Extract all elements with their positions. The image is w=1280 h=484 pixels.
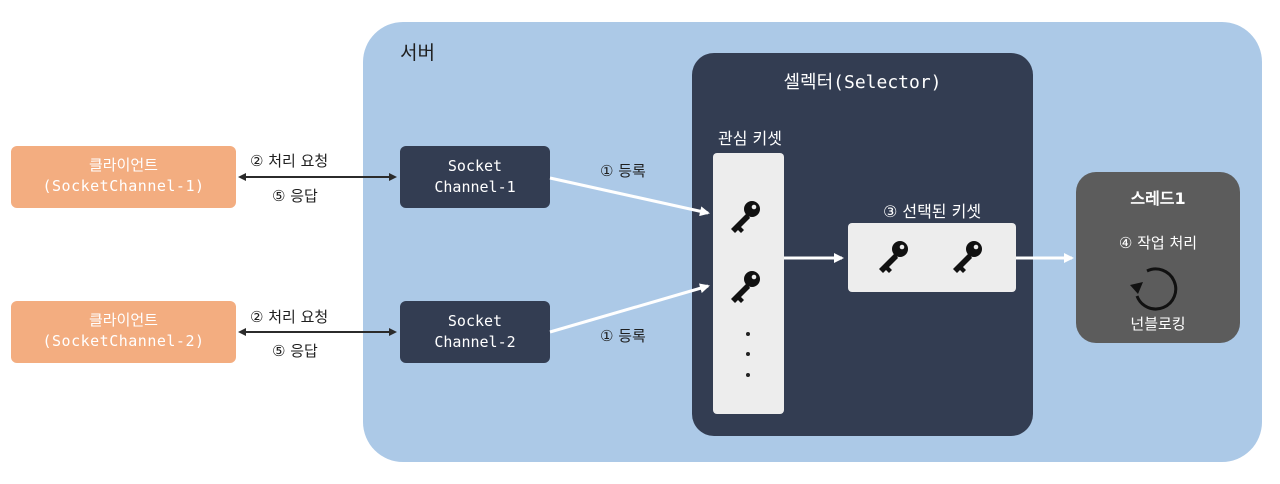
client-2-channel: (SocketChannel-2): [42, 332, 205, 350]
response-label-1: ⑤ 응답: [272, 187, 318, 205]
client-1-label: 클라이언트: [88, 156, 158, 174]
socket-channel-2: Socket Channel-2: [400, 301, 550, 363]
ellipsis-dot: [746, 332, 750, 336]
key-icon: [953, 241, 982, 273]
client-1-channel: (SocketChannel-1): [42, 177, 205, 195]
ellipsis-dot: [746, 352, 750, 356]
selected-keyset-title: ③ 선택된 키셋: [882, 202, 982, 221]
ellipsis-dot: [746, 373, 750, 377]
register-label-1: ① 등록: [600, 162, 646, 180]
key-icon: [731, 271, 760, 303]
client-1: 클라이언트 (SocketChannel-1): [11, 146, 236, 208]
thread-task-label: ④ 작업 처리: [1118, 234, 1198, 252]
selector-title: 셀렉터(Selector): [783, 72, 942, 93]
socket-channel-1-line2: Channel-1: [434, 178, 516, 196]
register-arrow-2: [549, 283, 710, 334]
socket-channel-2-line2: Channel-2: [434, 333, 516, 351]
key-icon: [731, 201, 760, 233]
thread-mode-label: 넌블로킹: [1130, 315, 1186, 333]
client-2-label: 클라이언트: [88, 311, 158, 329]
register-arrow-1: [549, 176, 710, 217]
response-label-2: ⑤ 응답: [272, 342, 318, 360]
client-2: 클라이언트 (SocketChannel-2): [11, 301, 236, 363]
loop-icon: [1130, 267, 1178, 311]
register-label-2: ① 등록: [600, 327, 646, 345]
thread-container: [1076, 172, 1240, 343]
server-title: 서버: [400, 42, 435, 64]
selected-keyset-box: [848, 223, 1016, 292]
socket-channel-1: Socket Channel-1: [400, 146, 550, 208]
request-label-2: ② 처리 요청: [250, 308, 329, 326]
socket-channel-1-line1: Socket: [447, 157, 503, 175]
request-label-1: ② 처리 요청: [250, 152, 329, 170]
socket-channel-2-line1: Socket: [447, 312, 503, 330]
key-icon: [879, 241, 908, 273]
thread-title: 스레드1: [1130, 189, 1186, 208]
interest-keyset-title: 관심 키셋: [718, 129, 782, 148]
